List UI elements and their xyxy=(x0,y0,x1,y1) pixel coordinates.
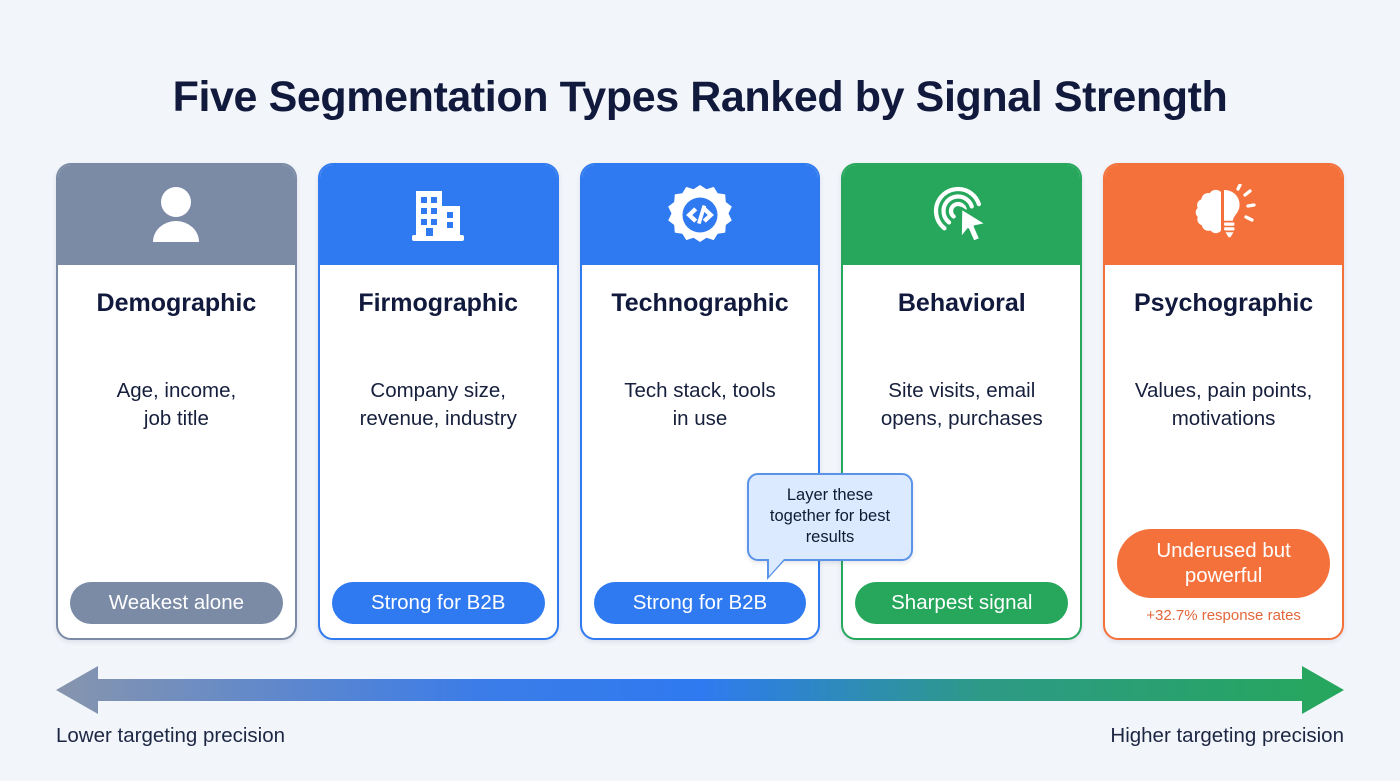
axis-label-left: Lower targeting precision xyxy=(56,724,286,747)
building-icon xyxy=(412,191,465,241)
card-header-demographic xyxy=(58,165,295,265)
card-body-psychographic: Psychographic Values, pain points, motiv… xyxy=(1105,265,1342,638)
card-title: Firmographic xyxy=(358,289,519,317)
card-body-firmographic: Firmographic Company size, revenue, indu… xyxy=(320,265,557,638)
card-description: Site visits, email opens, purchases xyxy=(880,378,1043,430)
brain-bulb-icon xyxy=(1195,184,1256,238)
card-header-firmographic xyxy=(319,165,557,265)
card-body-technographic: Technographic Tech stack, tools in use S… xyxy=(582,265,819,638)
axis-label-right: Higher targeting precision xyxy=(1110,724,1344,747)
status-badge-firmographic[interactable]: Strong for B2B xyxy=(331,582,545,624)
precision-axis-arrow xyxy=(56,664,1344,716)
page-title: Five Segmentation Types Ranked by Signal… xyxy=(172,72,1228,121)
status-badge-psychographic[interactable]: Underused but powerful xyxy=(1117,528,1330,598)
status-badge-technographic[interactable]: Strong for B2B xyxy=(593,582,807,624)
stat-note: +32.7% response rates xyxy=(1146,607,1301,624)
tooltip-text: Layer these together for best results xyxy=(769,486,891,547)
card-body-behavioral: Behavioral Site visits, email opens, pur… xyxy=(843,265,1080,638)
click-cursor-icon xyxy=(933,186,989,244)
card-technographic[interactable]: Technographic Tech stack, tools in use S… xyxy=(579,163,821,640)
gear-code-icon xyxy=(668,185,732,242)
tooltip-tail-inner xyxy=(769,559,784,577)
card-title: Psychographic xyxy=(1133,289,1314,317)
card-body-demographic: Demographic Age, income, job title Weake… xyxy=(58,265,295,638)
card-description: Age, income, job title xyxy=(116,378,237,430)
card-demographic[interactable]: Demographic Age, income, job title Weake… xyxy=(56,163,297,640)
card-title: Behavioral xyxy=(897,289,1026,317)
card-title: Technographic xyxy=(611,289,789,317)
status-badge-demographic[interactable]: Weakest alone xyxy=(70,582,283,624)
axis-labels: Lower targeting precision Higher targeti… xyxy=(56,724,1344,748)
card-description: Tech stack, tools in use xyxy=(624,378,776,430)
gradient-double-arrow-icon xyxy=(56,666,1344,714)
card-header-psychographic xyxy=(1105,165,1342,265)
card-description: Company size, revenue, industry xyxy=(359,378,517,430)
tooltip-layer-hint: Layer these together for best results xyxy=(747,473,913,581)
card-psychographic[interactable]: Psychographic Values, pain points, motiv… xyxy=(1103,163,1344,640)
card-title: Demographic xyxy=(96,289,257,317)
card-header-behavioral xyxy=(843,165,1081,265)
segmentation-card-list: Demographic Age, income, job title Weake… xyxy=(56,163,1344,640)
card-firmographic[interactable]: Firmographic Company size, revenue, indu… xyxy=(317,163,559,640)
card-header-technographic xyxy=(581,165,819,265)
person-icon xyxy=(153,187,200,242)
status-badge-behavioral[interactable]: Sharpest signal xyxy=(855,582,1069,624)
card-behavioral[interactable]: Behavioral Site visits, email opens, pur… xyxy=(841,163,1083,640)
card-description: Values, pain points, motivations xyxy=(1134,378,1313,430)
